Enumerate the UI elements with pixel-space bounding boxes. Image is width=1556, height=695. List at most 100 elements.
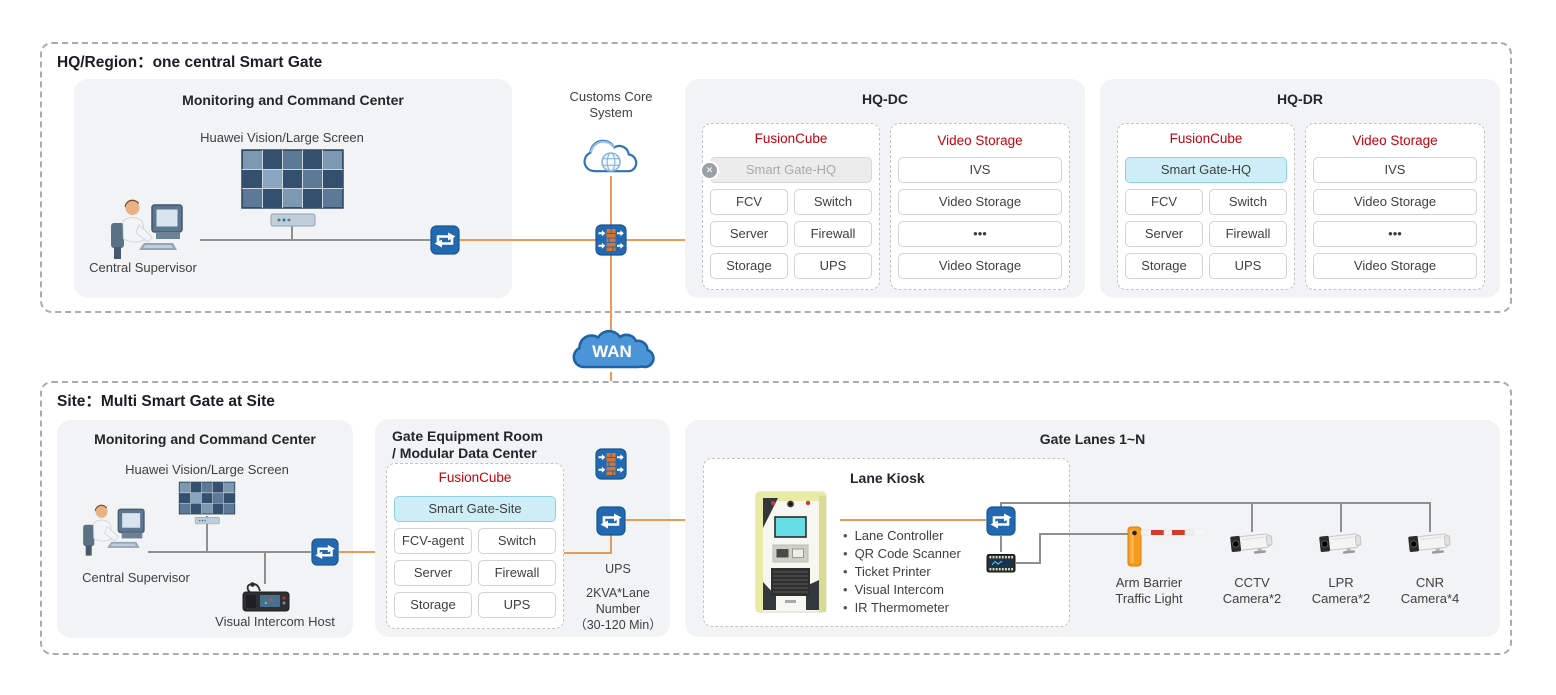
hq-dc-cell-storage: Storage: [710, 253, 788, 279]
hq-dr-cell-firewall: Firewall: [1209, 221, 1287, 247]
hq-dc-cell-switch: Switch: [794, 189, 872, 215]
connector-kiosk-laneswitch: [840, 519, 986, 521]
switch-icon: [430, 225, 460, 255]
customs-core-line1: Customs Core: [569, 89, 653, 104]
hq-dc-video-ellipsis: •••: [898, 221, 1062, 247]
connector-site-supervisor-switch: [148, 551, 311, 553]
kiosk-feature: IR Thermometer: [843, 599, 961, 617]
firewall-icon: [595, 224, 627, 256]
hq-monitoring-title: Monitoring and Command Center: [182, 92, 404, 108]
site-cell-ups: UPS: [478, 592, 556, 618]
connector-iobox-right: [1016, 562, 1041, 564]
site-cell-switch: Switch: [478, 528, 556, 554]
site-cell-fcv-agent: FCV-agent: [394, 528, 472, 554]
hq-dc-title: HQ-DC: [862, 91, 908, 107]
site-section-title: Site：Multi Smart Gate at Site: [57, 393, 275, 410]
ups-detail-label: 2KVA*Lane Number （30-120 Min）: [564, 585, 672, 633]
site-firewall-icon: [595, 448, 627, 480]
hq-dr-cell-switch: Switch: [1209, 189, 1287, 215]
site-intercom-label: Visual Intercom Host: [215, 614, 335, 629]
smart-gate-site-node: Smart Gate-Site: [394, 496, 556, 522]
hq-dr-video-ivs: IVS: [1313, 157, 1477, 183]
lane-controller-device: [986, 554, 1016, 573]
offline-x-icon: ✕: [700, 161, 719, 180]
hq-dr-video-storage2: Video Storage: [1313, 253, 1477, 279]
ups-label: UPS: [605, 562, 631, 576]
cctv-camera-label: CCTV Camera*2: [1192, 575, 1312, 606]
hq-dr-video-title: Video Storage: [1352, 133, 1438, 148]
hq-dc-cell-server: Server: [710, 221, 788, 247]
connector-camera-bus: [1000, 502, 1430, 504]
connector-switch-kiosk: [626, 519, 743, 521]
connector-fusioncube-switch: [564, 552, 612, 554]
customs-core-label: Customs Core System: [549, 89, 673, 121]
hq-dc-cell-firewall: Firewall: [794, 221, 872, 247]
connector-site-switch-down: [610, 521, 612, 554]
lane-switch-icon: [986, 506, 1016, 536]
cnr-label-line2: Camera*4: [1400, 590, 1460, 606]
connector-switch-iobox: [1000, 536, 1002, 552]
hq-dc-video-title: Video Storage: [937, 133, 1023, 148]
ups-detail-line1: 2KVA*Lane: [586, 586, 650, 600]
gate-lanes-title: Gate Lanes 1~N: [1039, 431, 1146, 447]
connector-switch-firewall: [459, 239, 596, 241]
arm-barrier-illustration: [1127, 526, 1204, 567]
hq-screen-label: Huawei Vision/Large Screen: [200, 130, 364, 145]
connector-site-intercom-stub: [264, 551, 266, 584]
lane-kiosk-illustration: [755, 491, 827, 613]
ups-detail-line2: Number: [595, 602, 641, 616]
lpr-camera-label: LPR Camera*2: [1281, 575, 1401, 606]
kiosk-feature: Ticket Printer: [843, 563, 961, 581]
lane-kiosk-title: Lane Kiosk: [850, 470, 925, 486]
customs-cloud-icon: [580, 136, 642, 178]
connector-site-wall-stub: [206, 516, 208, 552]
video-wall-illustration: [240, 148, 345, 228]
connector-wall-stub: [291, 224, 293, 240]
arm-barrier-label-line2: Traffic Light: [1115, 590, 1183, 606]
lpr-camera-icon: [1318, 532, 1364, 556]
hq-dc-cell-ups: UPS: [794, 253, 872, 279]
arm-barrier-label-line1: Arm Barrier: [1115, 575, 1183, 590]
hq-supervisor-label: Central Supervisor: [89, 260, 197, 275]
connector-supervisor-switch: [200, 239, 431, 241]
hq-dc-video-storage2: Video Storage: [898, 253, 1062, 279]
ups-detail-line3: （30-120 Min）: [574, 618, 662, 632]
site-supervisor-label: Central Supervisor: [82, 570, 190, 585]
kiosk-feature: QR Code Scanner: [843, 545, 961, 563]
gate-equipment-room-title: Gate Equipment Room / Modular Data Cente…: [392, 428, 543, 462]
hq-dc-cell-fcv: FCV: [710, 189, 788, 215]
arm-barrier-label: Arm Barrier Traffic Light: [1089, 575, 1209, 606]
connector-cnr-drop: [1429, 502, 1431, 532]
connector-iobox-up: [1039, 533, 1041, 564]
site-monitoring-title: Monitoring and Command Center: [94, 431, 316, 447]
hq-section-title: HQ/Region：one central Smart Gate: [57, 54, 323, 71]
cctv-label-line2: Camera*2: [1222, 590, 1282, 606]
hq-dc-video-ivs: IVS: [898, 157, 1062, 183]
hq-dc-video-storage1: Video Storage: [898, 189, 1062, 215]
hq-dr-fusioncube-title: FusionCube: [1169, 131, 1243, 146]
site-fusioncube-title: FusionCube: [438, 470, 512, 485]
connector-laneswitch-up: [1000, 502, 1002, 508]
hq-dr-cell-fcv: FCV: [1125, 189, 1203, 215]
customs-core-line2: System: [589, 105, 633, 120]
hq-dr-video-ellipsis: •••: [1313, 221, 1477, 247]
central-supervisor-illustration: [105, 193, 203, 263]
site-supervisor-illustration: [78, 499, 162, 559]
hq-dc-fusioncube-title: FusionCube: [754, 131, 828, 146]
cnr-label-line1: CNR: [1415, 575, 1445, 590]
visual-intercom-illustration: [242, 582, 290, 612]
site-video-wall-illustration: [178, 481, 236, 525]
site-cell-firewall: Firewall: [478, 560, 556, 586]
hq-dr-video-storage1: Video Storage: [1313, 189, 1477, 215]
cctv-camera-icon: [1229, 532, 1275, 556]
hq-dr-title: HQ-DR: [1277, 91, 1323, 107]
connector-lpr-drop: [1340, 502, 1342, 532]
wan-label: WAN: [592, 342, 632, 361]
site-cell-server: Server: [394, 560, 472, 586]
lane-kiosk-features: Lane Controller QR Code Scanner Ticket P…: [843, 527, 961, 617]
equipment-switch-icon: [596, 506, 626, 536]
hq-dr-cell-ups: UPS: [1209, 253, 1287, 279]
connector-iobox-barrier: [1039, 533, 1129, 535]
cnr-camera-label: CNR Camera*4: [1370, 575, 1490, 606]
